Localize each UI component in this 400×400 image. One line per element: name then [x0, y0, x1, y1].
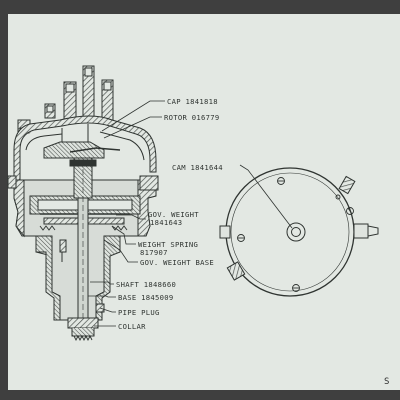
section-labels: CAP 1841818 ROTOR 016779 GOV. WEIGHT 184… — [116, 97, 220, 331]
distributor-cap — [13, 115, 157, 181]
label-gov-weight-base: GOV. WEIGHT BASE — [140, 258, 214, 267]
collar — [67, 317, 99, 342]
cam-hole — [291, 227, 301, 237]
rotor — [43, 124, 121, 159]
cap-terminal-towers — [17, 65, 114, 134]
label-collar: COLLAR — [118, 322, 146, 331]
label-pipe-plug: PIPE PLUG — [118, 308, 160, 317]
cam — [286, 222, 306, 242]
distributor-plan-view — [219, 167, 379, 297]
plan-screws — [237, 177, 354, 292]
label-shaft: SHAFT 1848660 — [116, 280, 176, 289]
label-base: BASE 1845009 — [118, 293, 174, 302]
label-cap: CAP 1841818 — [167, 97, 218, 106]
shaft — [69, 157, 97, 330]
label-gov-weight: GOV. WEIGHT — [148, 210, 199, 219]
label-cam: CAM 1841644 — [172, 163, 223, 172]
label-weight-spring: WEIGHT SPRING — [138, 240, 198, 249]
label-rotor: ROTOR 016779 — [164, 113, 220, 122]
corner-mark: S — [384, 377, 390, 387]
section-callouts — [88, 100, 165, 327]
label-gov-weight-number: 1841643 — [150, 218, 182, 227]
cam-leader — [239, 164, 293, 229]
plan-connectors — [219, 175, 379, 281]
label-weight-spring-number: 817907 — [140, 248, 168, 257]
